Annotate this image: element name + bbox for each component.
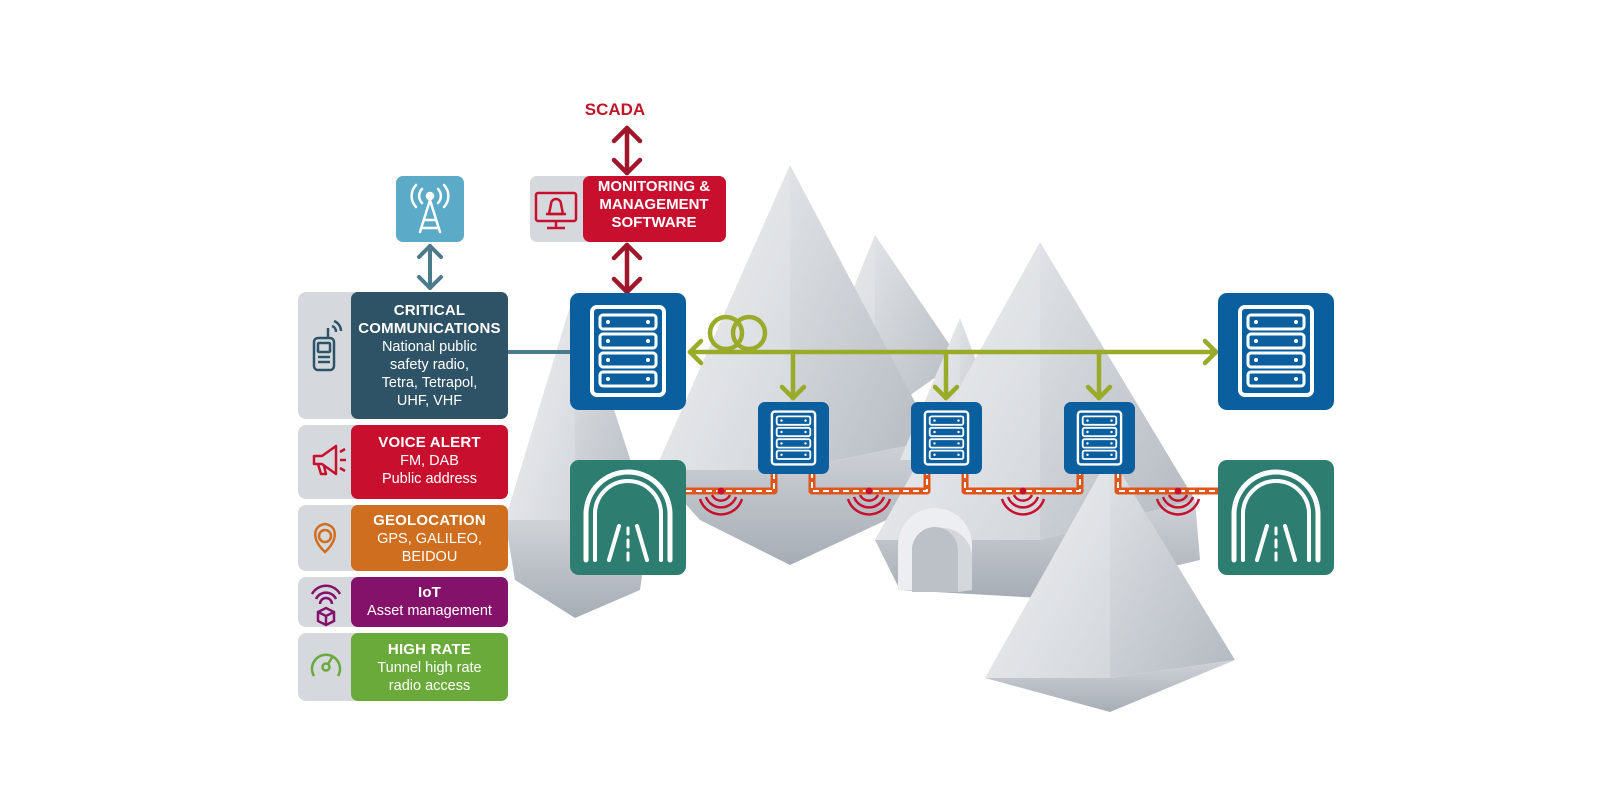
- antenna-box: [396, 176, 464, 242]
- far-end-server: [1218, 293, 1334, 410]
- geolocation-label: GEOLOCATION GPS, GALILEO, BEIDOU: [351, 512, 508, 566]
- location-pin-icon: [314, 522, 336, 554]
- voice-alert-box: [351, 425, 508, 499]
- highrate-subtitle: Tunnel high rate radio access: [377, 660, 482, 694]
- critical-subtitle: National public safety radio, Tetra, Tet…: [381, 339, 478, 409]
- megaphone-icon: [312, 444, 346, 476]
- geo-subtitle: GPS, GALILEO, BEIDOU: [377, 531, 482, 565]
- geo-title: GEOLOCATION: [373, 512, 486, 529]
- voice-title: VOICE ALERT: [378, 434, 481, 451]
- monitor-alarm-icon: [534, 191, 578, 230]
- repeater-2: [911, 402, 982, 474]
- iot-subtitle: Asset management: [367, 603, 492, 619]
- tunnel-entrance-right: [1218, 460, 1334, 575]
- monitoring-box: [583, 176, 726, 242]
- tunnel-portal: [898, 508, 972, 592]
- wifi-package-icon: [310, 584, 342, 627]
- speedometer-icon: [310, 653, 342, 677]
- highrate-title: HIGH RATE: [387, 641, 472, 658]
- iot-box: [351, 577, 508, 627]
- service-panel: [298, 292, 508, 701]
- scada-label: SCADA: [584, 100, 646, 119]
- geolocation-box: [351, 505, 508, 571]
- scada-arrow: [611, 125, 643, 295]
- tunnel-entrance-left: [570, 460, 686, 575]
- critical-title: CRITICAL COMMUNICATIONS: [358, 302, 501, 337]
- high-rate-label: HIGH RATE Tunnel high rate radio access: [351, 641, 508, 695]
- high-rate-box: [351, 633, 508, 701]
- iot-title: IoT: [417, 584, 442, 601]
- critical-communications-box: [351, 292, 508, 419]
- repeater-1: [758, 402, 829, 474]
- main-server: [570, 293, 686, 410]
- fiber-backbone: [687, 338, 1219, 401]
- repeater-3: [1064, 402, 1135, 474]
- voice-subtitle: FM, DAB Public address: [381, 453, 478, 487]
- iot-label: IoT Asset management: [351, 584, 508, 620]
- radio-tower-icon: [410, 183, 450, 234]
- voice-alert-label: VOICE ALERT FM, DAB Public address: [351, 434, 508, 488]
- handheld-radio-icon: [312, 319, 343, 372]
- critical-communications-label: CRITICAL COMMUNICATIONS National public …: [351, 302, 508, 410]
- fiber-coil-icon: [707, 314, 768, 352]
- monitoring-label: MONITORING & MANAGEMENT SOFTWARE: [597, 178, 711, 231]
- antenna-link-arrow: [417, 244, 443, 290]
